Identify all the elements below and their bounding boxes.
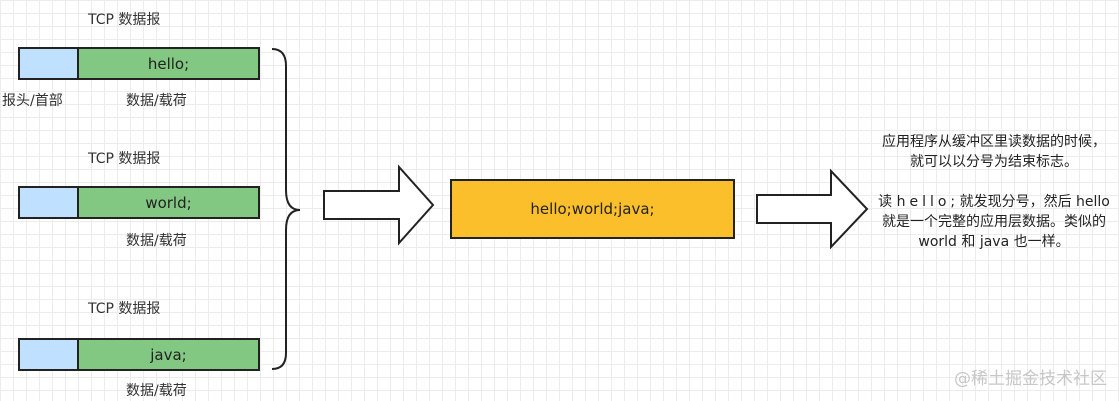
header-label: 报头/首部 — [2, 93, 63, 109]
packet-3-payload: java; — [77, 338, 260, 371]
packet-1-payload: hello; — [77, 47, 260, 80]
watermark: @稀土掘金技术社区 — [954, 369, 1107, 389]
packet-1-title: TCP 数据报 — [88, 12, 161, 28]
note-read: 读 — [878, 194, 893, 210]
note-hello-spaced: hello — [896, 194, 951, 210]
packet-2-header — [18, 186, 79, 219]
packet-3-payload-label: 数据/载荷 — [126, 383, 187, 399]
explanation-note: 应用程序从缓冲区里读数据的时候，就可以以分号为结束标志。 读 hello; 就发… — [878, 132, 1110, 252]
packet-3-title: TCP 数据报 — [88, 301, 161, 317]
arrow-right-2 — [756, 168, 869, 250]
packet-2-payload-label: 数据/载荷 — [126, 233, 187, 249]
arrow-right-1 — [323, 164, 435, 246]
reassembled-data: hello;world;java; — [450, 179, 735, 239]
note-line-2: 读 hello; 就发现分号，然后 hello 就是一个完整的应用层数据。类似的… — [878, 192, 1110, 252]
note-rest: ; 就发现分号，然后 hello 就是一个完整的应用层数据。类似的 world … — [882, 194, 1110, 250]
packet-1-payload-label: 数据/载荷 — [126, 93, 187, 109]
curly-brace — [271, 48, 301, 370]
packet-1-header — [18, 47, 79, 80]
packet-3-header — [18, 338, 79, 371]
packet-2-title: TCP 数据报 — [88, 151, 161, 167]
packet-2-payload: world; — [77, 186, 260, 219]
note-line-1: 应用程序从缓冲区里读数据的时候，就可以以分号为结束标志。 — [882, 134, 1106, 170]
